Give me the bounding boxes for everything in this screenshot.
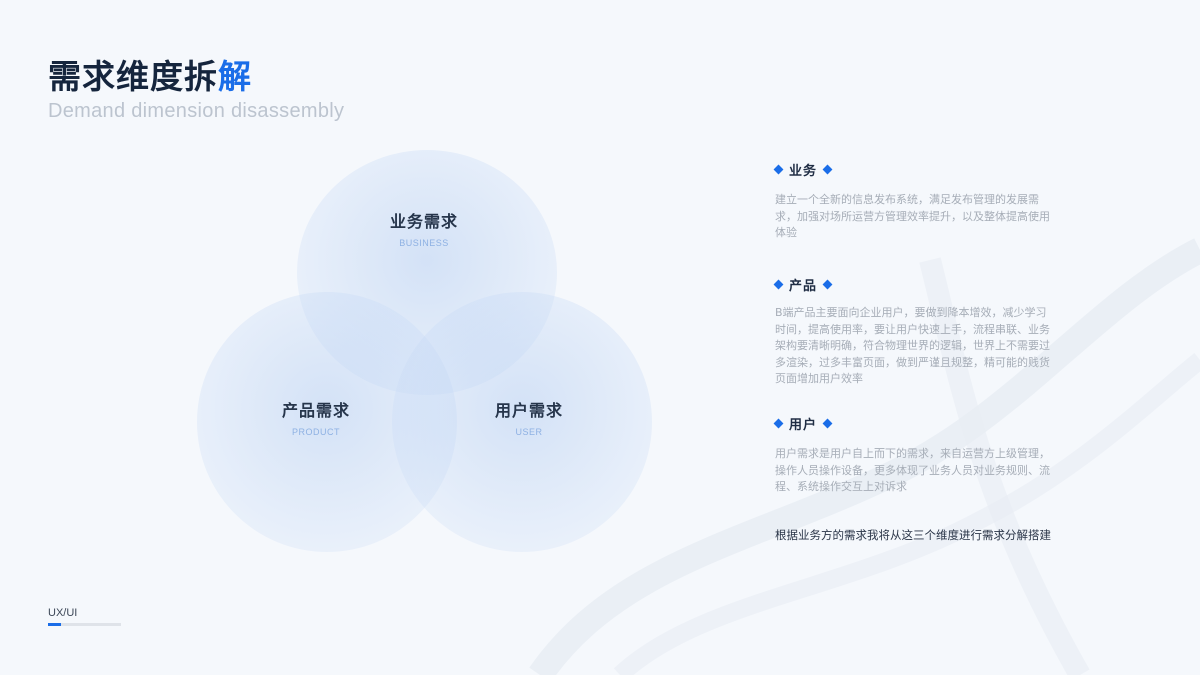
info-heading-label: 产品 — [789, 279, 818, 294]
venn-label-user: 用户需求 USER — [449, 397, 609, 437]
info-heading: 业务 — [773, 160, 1065, 179]
venn-label-product: 产品需求 PRODUCT — [236, 397, 396, 437]
info-body: 用户需求是用户自上而下的需求，来自运营方上级管理，操作人员操作设备，更多体现了业… — [775, 447, 1050, 493]
venn-diagram: 业务需求 BUSINESS 产品需求 PRODUCT 用户需求 USER — [190, 145, 652, 565]
diamond-icon — [822, 418, 833, 429]
venn-label-business-cn: 业务需求 — [389, 212, 458, 231]
diamond-icon — [773, 279, 784, 290]
page-title-accent: 解 — [218, 57, 252, 96]
info-heading: 产品 — [773, 275, 1065, 294]
venn-label-business-en: BUSINESS — [399, 238, 449, 248]
venn-label-product-en: PRODUCT — [292, 427, 340, 437]
diamond-icon — [822, 279, 833, 290]
venn-label-product-cn: 产品需求 — [281, 401, 350, 420]
venn-circle-user — [392, 292, 652, 552]
info-heading-label: 业务 — [789, 164, 818, 179]
conclusion-text: 根据业务方的需求我将从这三个维度进行需求分解搭建 — [775, 528, 1051, 542]
venn-circle-product — [197, 292, 457, 552]
info-heading: 用户 — [773, 414, 1065, 433]
page-progress-bar — [48, 623, 121, 626]
info-heading-label: 用户 — [789, 418, 818, 433]
diamond-icon — [822, 164, 833, 175]
info-block-user: 用户 用户需求是用户自上而下的需求，来自运营方上级管理，操作人员操作设备，更多体… — [773, 414, 1065, 496]
footer-tag: UX/UI — [48, 607, 78, 619]
info-block-product: 产品 B端产品主要面向企业用户，要做到降本增效，减少学习时间，提高使用率，要让用… — [773, 275, 1065, 388]
page-title: 需求维度拆解 — [48, 57, 252, 96]
diamond-icon — [773, 164, 784, 175]
page-subtitle: Demand dimension disassembly — [48, 100, 345, 122]
venn-label-user-en: USER — [515, 427, 543, 437]
page-progress-fill — [48, 623, 62, 626]
info-body: B端产品主要面向企业用户，要做到降本增效，减少学习时间，提高使用率，要让用户快速… — [775, 306, 1050, 385]
venn-label-business: 业务需求 BUSINESS — [344, 208, 504, 248]
venn-label-user-cn: 用户需求 — [494, 401, 563, 420]
venn-circle-business — [297, 150, 557, 395]
diamond-icon — [773, 418, 784, 429]
info-body: 建立一个全新的信息发布系统，满足发布管理的发展需求，加强对场所运营方管理效率提升… — [775, 193, 1050, 239]
info-block-business: 业务 建立一个全新的信息发布系统，满足发布管理的发展需求，加强对场所运营方管理效… — [773, 160, 1065, 242]
